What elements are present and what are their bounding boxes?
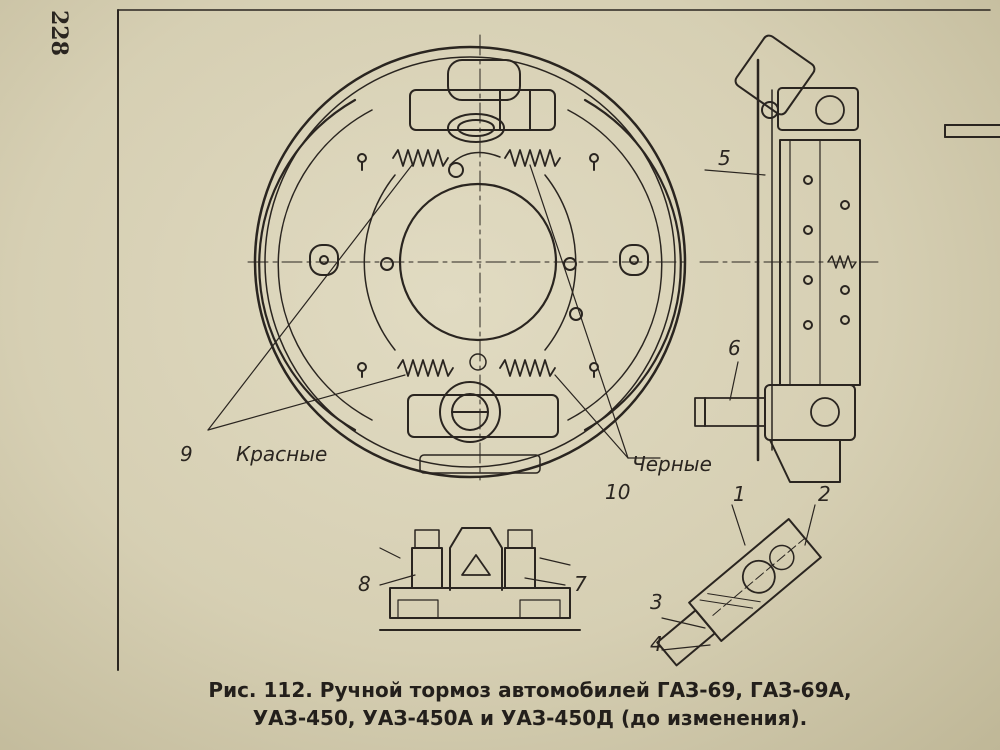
brake-side-section [694,34,1000,483]
caption-line-2: УАЗ-450, УАЗ-450А и УАЗ-450Д (до изменен… [252,706,808,730]
callout-4: 4 [650,632,663,656]
callout-5: 5 [718,146,731,170]
callout-7: 7 [574,572,587,596]
callout-10: 10 [605,480,631,504]
cylinder-section-detail [379,527,581,631]
adjuster-detail [656,504,822,667]
callout-2: 2 [818,482,831,506]
callout-red-label: Красные [236,442,328,466]
caption-line-1: Рис. 112. Ручной тормоз автомобилей ГАЗ-… [208,678,852,702]
callout-9: 9 [180,442,193,466]
figure-caption: Рис. 112. Ручной тормоз автомобилей ГАЗ-… [130,676,930,732]
callout-8: 8 [358,572,371,596]
callout-3: 3 [650,590,663,614]
callout-6: 6 [728,336,741,360]
frame-lines [117,9,991,671]
callout-black-label: Черные [632,452,712,476]
page-number: 228 [46,10,72,56]
callout-1: 1 [733,482,746,506]
brake-drum-front-view [207,34,691,481]
